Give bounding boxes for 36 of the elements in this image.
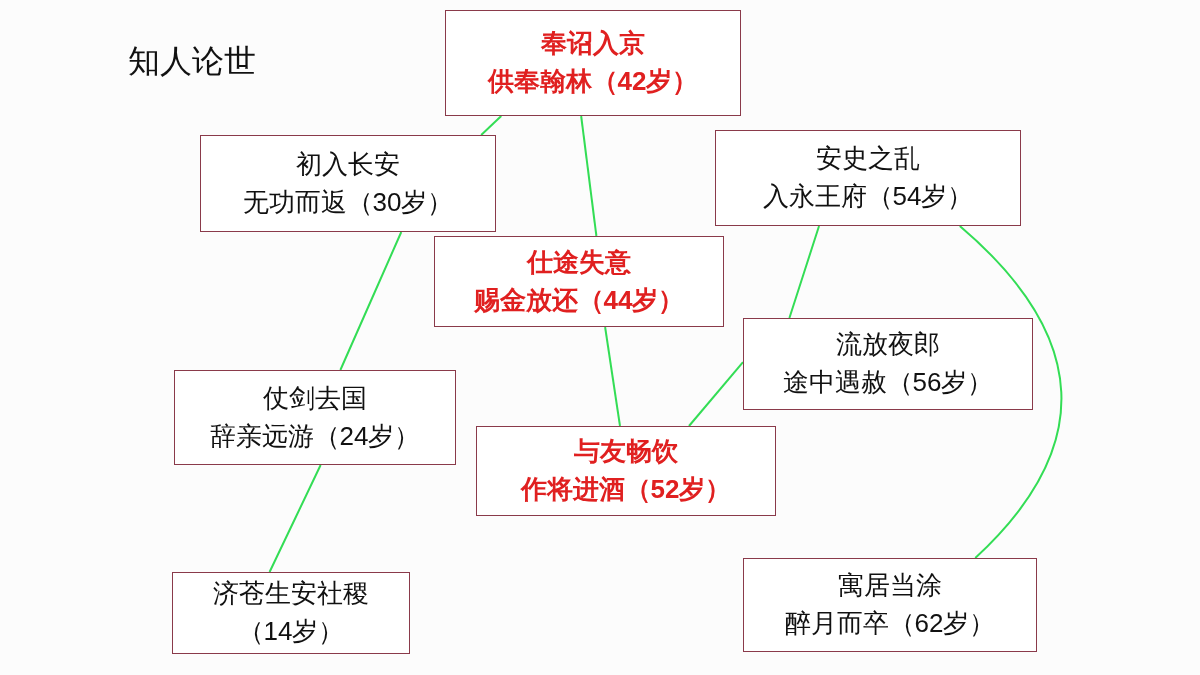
- event-box: [743, 558, 1037, 652]
- event-box: [715, 130, 1021, 226]
- event-title: 流放夜郎: [836, 328, 940, 362]
- connector-line: [604, 326, 621, 427]
- event-title: 与友畅饮: [574, 435, 678, 469]
- event-detail: （14岁）: [237, 615, 345, 648]
- slide-title: 知人论世: [128, 42, 256, 81]
- event-title: 初入长安: [296, 147, 400, 181]
- event-box: [200, 135, 496, 232]
- event-title: 安史之乱: [816, 142, 920, 176]
- connector-line: [580, 115, 598, 237]
- connector-line: [339, 231, 403, 371]
- event-detail: 醉月而卒（62岁）: [784, 607, 996, 640]
- event-detail: 途中遇赦（56岁）: [782, 366, 994, 399]
- event-title: 寓居当涂: [838, 569, 942, 603]
- event-title: 奉诏入京: [541, 27, 645, 61]
- event-box: [476, 426, 776, 516]
- connector-line: [958, 225, 1063, 559]
- connector-line: [688, 361, 744, 427]
- event-detail: 供奉翰林（42岁）: [487, 65, 699, 98]
- event-detail: 作将进酒（52岁）: [520, 473, 732, 506]
- event-box: [743, 318, 1033, 410]
- event-box: [172, 572, 410, 654]
- event-box: [174, 370, 456, 465]
- connector-line: [268, 464, 322, 573]
- connector-line: [480, 115, 503, 136]
- event-title: 仕途失意: [527, 245, 631, 279]
- event-box: [445, 10, 741, 116]
- event-detail: 入永王府（54岁）: [762, 180, 974, 213]
- event-box: [434, 236, 724, 327]
- event-detail: 赐金放还（44岁）: [473, 283, 685, 317]
- event-detail: 无功而返（30岁）: [242, 185, 454, 219]
- event-detail: 辞亲远游（24岁）: [209, 419, 421, 453]
- event-title: 济苍生安社稷: [213, 577, 369, 611]
- event-title: 仗剑去国: [263, 381, 367, 415]
- connector-line: [788, 225, 821, 319]
